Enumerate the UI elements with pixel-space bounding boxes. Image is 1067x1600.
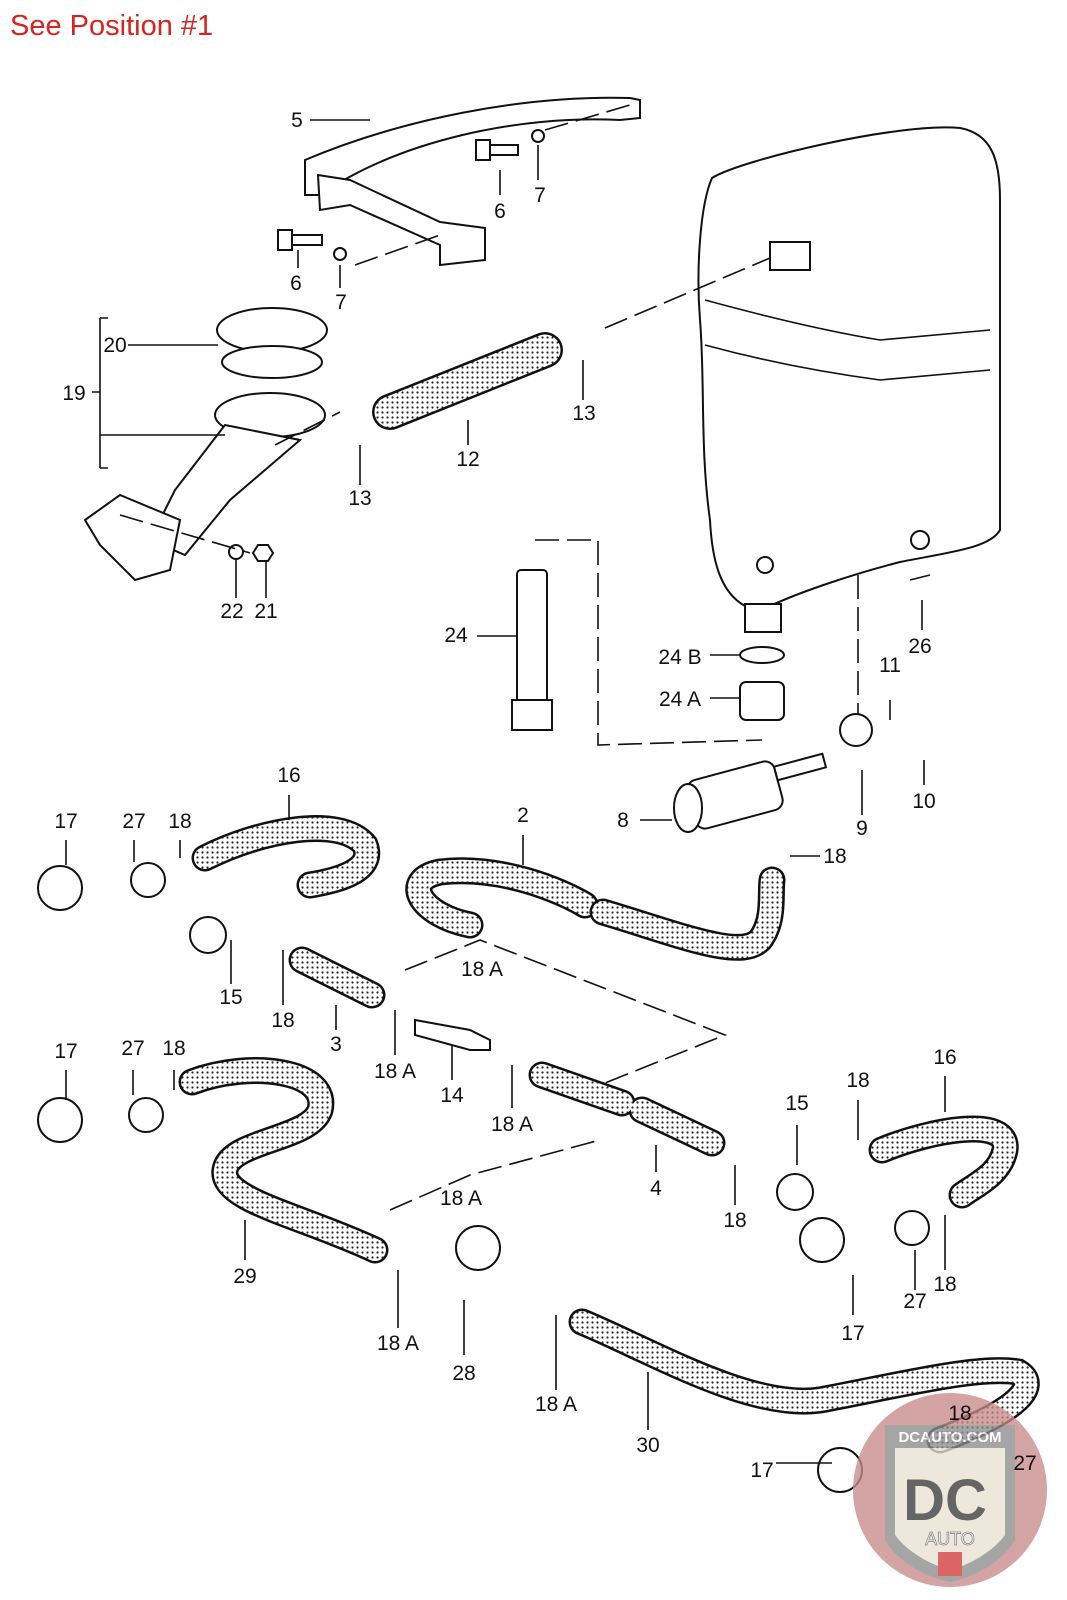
callout-17: 17 [54, 1040, 77, 1063]
callout-15: 15 [219, 986, 242, 1009]
callout-3: 3 [330, 1033, 342, 1056]
hoses [178, 332, 1040, 1454]
callout-24a: 24 A [659, 688, 701, 711]
callout-18a: 18 A [491, 1113, 533, 1136]
callout-18: 18 [271, 1009, 294, 1032]
hose-16-lower [868, 1115, 1019, 1209]
hose-30 [568, 1308, 1040, 1454]
callout-21: 21 [254, 600, 277, 623]
callout-17: 17 [750, 1459, 773, 1482]
assembly-guides [119, 104, 931, 1211]
callout-27: 27 [903, 1290, 926, 1313]
bolt-icon [277, 229, 323, 251]
callout-16: 16 [277, 764, 300, 787]
watermark-auto: AUTO [925, 1529, 975, 1549]
callout-18: 18 [948, 1402, 971, 1425]
dcauto-watermark-logo: DCAUTO.COM DC AUTO [853, 1393, 1047, 1587]
hose-3 [288, 946, 386, 1009]
callout-18: 18 [168, 810, 191, 833]
callout-18: 18 [846, 1069, 869, 1092]
washer-reservoir-tank [697, 126, 1001, 633]
position-title: See Position #1 [10, 10, 214, 42]
callout-6: 6 [494, 200, 506, 223]
callout-9: 9 [856, 817, 868, 840]
callout-16: 16 [933, 1046, 956, 1069]
callout-17: 17 [841, 1322, 864, 1345]
callout-2: 2 [517, 804, 529, 827]
callout-17: 17 [54, 810, 77, 833]
callout-29: 29 [233, 1265, 256, 1288]
strap-bracket [304, 96, 641, 267]
callout-8: 8 [617, 809, 629, 832]
callout-24b: 24 B [658, 646, 701, 669]
callout-10: 10 [912, 790, 935, 813]
callout-28: 28 [452, 1362, 475, 1385]
callout-4: 4 [650, 1177, 662, 1200]
hose-16-upper [191, 815, 381, 899]
callout-7: 7 [335, 291, 347, 314]
leader-lines [65, 119, 946, 1464]
washer-pump [673, 752, 828, 833]
callout-5: 5 [291, 109, 303, 132]
callout-13: 13 [572, 402, 595, 425]
callout-18a: 18 A [535, 1393, 577, 1416]
watermark-url: DCAUTO.COM [898, 1429, 1001, 1446]
callout-14: 14 [440, 1084, 464, 1107]
callout-12: 12 [456, 448, 479, 471]
hose-4 [528, 1061, 726, 1157]
callout-30: 30 [636, 1434, 659, 1457]
callout-18: 18 [933, 1273, 956, 1296]
nozzle-fittings [37, 713, 930, 1493]
callout-18: 18 [162, 1037, 185, 1060]
bolt-icon [475, 139, 519, 161]
filter-24 [511, 569, 785, 731]
callout-18: 18 [723, 1209, 746, 1232]
callout-18: 18 [823, 845, 846, 868]
watermark-monogram: DC [903, 1468, 987, 1533]
callout-18a: 18 A [461, 958, 503, 981]
callout-7: 7 [534, 184, 546, 207]
callout-18a: 18 A [377, 1332, 419, 1355]
callout-27: 27 [122, 810, 145, 833]
lock-washer-icon [333, 247, 347, 261]
hose-2 [405, 857, 786, 961]
callout-27: 27 [121, 1037, 144, 1060]
filler-neck-assembly [83, 307, 328, 582]
callout-20: 20 [103, 334, 126, 357]
callout-15: 15 [785, 1092, 808, 1115]
callout-6: 6 [290, 272, 302, 295]
callout-22: 22 [220, 600, 243, 623]
callout-27: 27 [1013, 1452, 1036, 1475]
callout-19: 19 [62, 382, 85, 405]
callout-18a: 18 A [374, 1060, 416, 1083]
hose-29 [178, 1057, 389, 1264]
lock-washer-icon [531, 129, 545, 143]
callout-18a: 18 A [440, 1187, 482, 1210]
callout-11: 11 [879, 654, 901, 677]
callout-26: 26 [908, 635, 931, 658]
callout-13: 13 [348, 487, 371, 510]
hose-12 [372, 332, 563, 430]
callout-24: 24 [444, 624, 468, 647]
